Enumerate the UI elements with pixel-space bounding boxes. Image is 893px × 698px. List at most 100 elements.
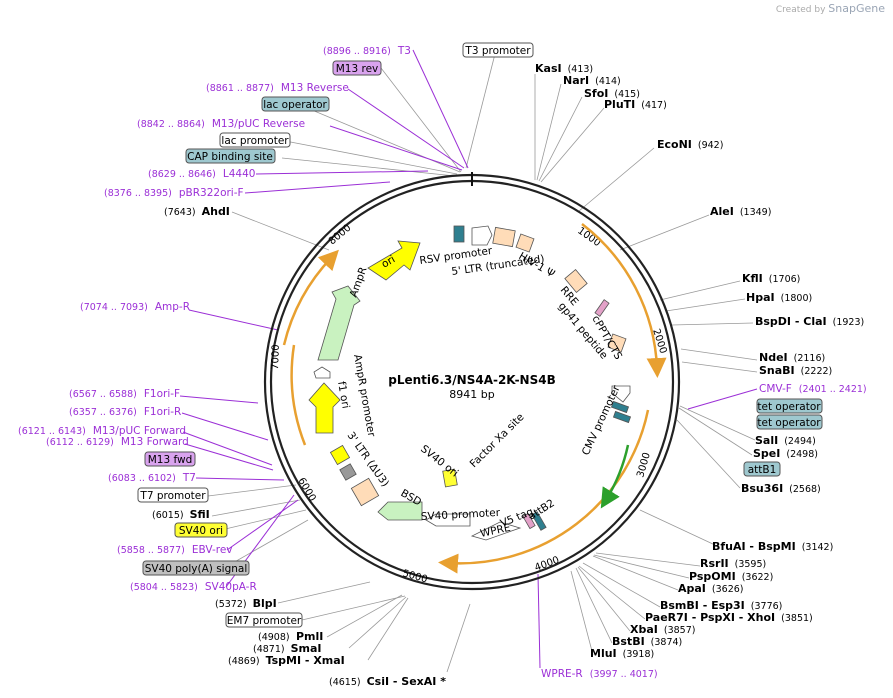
plasmid-size: 8941 bp [449, 388, 494, 401]
primer-cmv-f: CMV-F(2401 .. 2421) [759, 383, 867, 395]
primer-pbr322ori-f: (8376 .. 8395)pBR322ori-F [104, 187, 244, 199]
v5-shape [531, 511, 547, 531]
primer-t3: (8896 .. 8916)T3 [323, 45, 411, 57]
enzyme-pmli-name: PmlI [296, 630, 323, 643]
enzyme-blpi: (5372)BlpI [215, 597, 277, 610]
primer-sv40pa-r: (5804 .. 5823)SV40pA-R [130, 581, 257, 593]
box-lac-promoter: lac promoter [221, 135, 289, 147]
primer-l4440: (8629 .. 8646)L4440 [148, 168, 255, 180]
inner-feature-shapes [308, 225, 632, 541]
bsd-shape [377, 501, 423, 521]
label-ampr: AmpR [348, 265, 370, 299]
ltr3-gray-shape [339, 463, 357, 481]
lac-features-shape [453, 225, 465, 243]
wpre-shape [470, 521, 522, 541]
label-factor-xa: Factor Xa site [468, 411, 527, 470]
enzyme-spei: SpeI(2498) [753, 447, 818, 460]
enzyme-econi: EcoNI(942) [657, 138, 723, 151]
ltr5-shape [492, 226, 516, 248]
box-tet-operator-1: tet operator [757, 401, 821, 413]
primer-wpre-r: WPRE-R(3997 .. 4017) [541, 668, 658, 680]
enzyme-apai: ApaI(3626) [678, 582, 744, 595]
enzyme-pspomi: PspOMI(3622) [689, 570, 773, 583]
rre-shape [564, 269, 588, 293]
enzyme-xbai: XbaI(3857) [630, 623, 695, 636]
primer-f1ori-f: (6567 .. 6588)F1ori-F [69, 388, 180, 400]
tick-6000: 6000 [295, 476, 317, 504]
label-f1-ori: f1 ori [335, 380, 352, 409]
primer-m13puc-reverse: (8842 .. 8864)M13/pUC Reverse [137, 118, 305, 130]
watermark-brand: SnapGene [828, 2, 885, 15]
boxed-feature-labels: T3 promoter M13 rev lac operator lac pro… [137, 42, 823, 628]
gp41-shape [594, 299, 610, 317]
enzyme-ndei: NdeI(2116) [759, 351, 825, 364]
enzyme-kasi: KasI(413) [535, 62, 593, 75]
enzyme-ahdi: (7643)AhdI [164, 205, 230, 218]
box-lac-operator: lac operator [263, 99, 327, 111]
tick-5000: 5000 [401, 568, 428, 585]
tick-7000: 7000 [270, 344, 282, 370]
tick-8000: 8000 [327, 223, 354, 248]
box-cap-binding-site: CAP binding site [187, 151, 273, 163]
enzyme-bstbi: BstBI(3874) [612, 635, 682, 648]
enzyme-csii-sexai: (4615)CsiI - SexAI * [329, 675, 446, 688]
cppt-shape [607, 333, 627, 353]
enzyme-pmli: (4908) [258, 632, 290, 643]
snapgene-watermark: Created by SnapGene [776, 2, 885, 15]
primer-amp-r: (7074 .. 7093)Amp-R [80, 301, 190, 313]
primer-m13-forward: (6112 .. 6129)M13 Forward [46, 436, 189, 448]
primer-ebv-rev: (5858 .. 5877)EBV-rev [117, 544, 233, 556]
primer-m13puc-forward: (6121 .. 6143)M13/pUC Forward [18, 425, 186, 437]
box-tet-operator-2: tet operator [757, 417, 821, 429]
hiv-psi-shape [515, 233, 535, 253]
f1-ori-shape [308, 382, 341, 434]
enzyme-sfii: (6015)SfiI [152, 508, 210, 521]
enzyme-paer7i-pspxi-xhoi: PaeR7I - PspXI - XhoI(3851) [645, 611, 813, 624]
enzyme-snabi: SnaBI(2222) [759, 364, 832, 377]
label-wpre: WPRE [479, 522, 511, 540]
label-ori: ori [380, 253, 398, 270]
enzyme-sali: SalI(2494) [755, 434, 816, 447]
enzyme-smai: (4871)SmaI [253, 642, 322, 655]
enzyme-sfoi: SfoI(415) [584, 87, 640, 100]
ori-shape [367, 240, 421, 281]
plasmid-name: pLenti6.3/NS4A-2K-NS4B [388, 373, 555, 387]
enzyme-tspmi-xmai: (4869)TspMI - XmaI [228, 654, 345, 667]
teto1-shape [610, 400, 630, 414]
enzyme-mlui: MluI(3918) [590, 647, 654, 660]
rsv-promoter-shape [471, 225, 493, 246]
teto2-shape [612, 410, 632, 424]
enzyme-bsmbi-esp3i: BsmBI - Esp3I(3776) [660, 599, 782, 612]
enzyme-alei: AleI(1349) [710, 205, 771, 218]
ltr3-shape [350, 477, 380, 507]
enzyme-pluti: PluTI(417) [604, 98, 667, 111]
enzyme-nari: NarI(414) [563, 74, 621, 87]
enzyme-rsrii: RsrII(3595) [700, 557, 766, 570]
label-cmv-promoter: CMV promoter [580, 383, 623, 457]
primer-f1ori-r: (6357 .. 6376)F1ori-R [69, 406, 181, 418]
primer-t7: (6083 .. 6102)T7 [108, 472, 196, 484]
enzyme-kfli: KflI(1706) [742, 272, 800, 285]
box-sv40-ori: SV40 ori [179, 525, 223, 537]
ampr-promoter-shape [313, 366, 331, 379]
label-ampr-promoter: AmpR promoter [351, 353, 377, 438]
enzyme-bfuai-bspmi: BfuAI - BspMI(3142) [712, 540, 833, 553]
box-em7-promoter: EM7 promoter [227, 615, 302, 627]
ampr-shape [317, 285, 361, 361]
enzyme-bspdi-clai: BspDI - ClaI(1923) [755, 315, 864, 328]
attb2-shape [522, 512, 536, 530]
cmv-promoter-shape [611, 385, 631, 403]
primer-labels: (8896 .. 8916)T3 (8861 .. 8877)M13 Rever… [18, 45, 867, 680]
enzyme-bsu36i: Bsu36I(2568) [741, 482, 821, 495]
box-t3-promoter: T3 promoter [464, 45, 531, 57]
box-m13-fwd: M13 fwd [148, 454, 193, 466]
box-sv40-polya: SV40 poly(A) signal [145, 563, 248, 575]
box-attb1: attB1 [748, 464, 777, 476]
label-sv40-ori-inner: SV40 ori [418, 443, 460, 480]
sv40-promoter-shape [425, 513, 471, 527]
feature-arcs [282, 223, 667, 574]
primer-m13-reverse: (8861 .. 8877)M13 Reverse [206, 82, 349, 94]
sv40-ori-left-shape [329, 444, 351, 466]
primer-leader-lines [179, 49, 758, 669]
